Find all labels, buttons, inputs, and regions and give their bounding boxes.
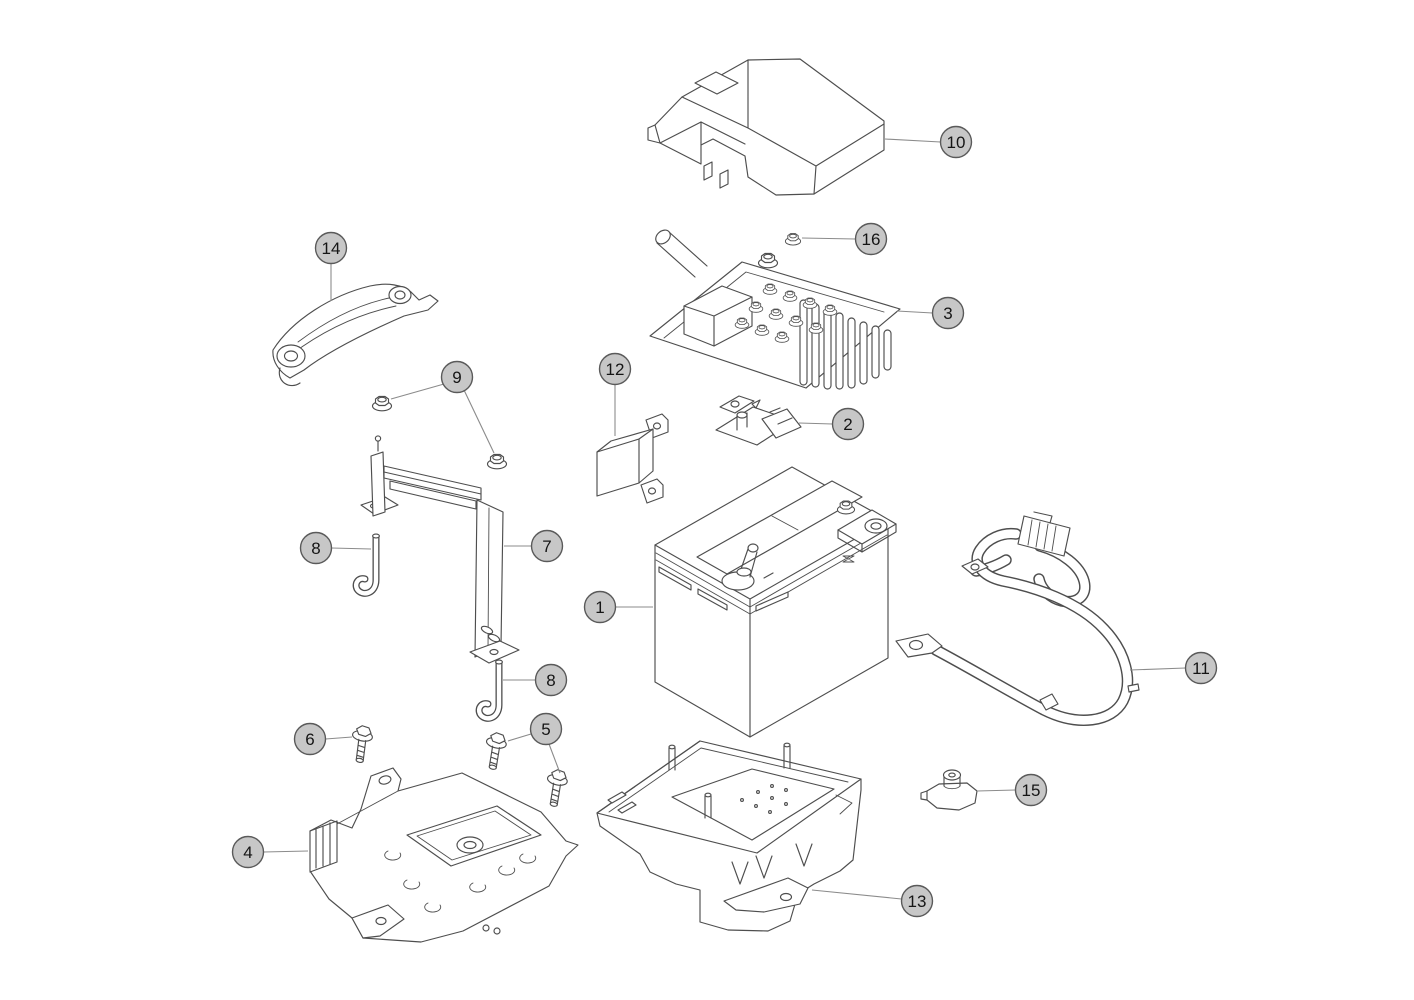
callout-bubble[interactable] (231, 835, 265, 869)
callout-4-tray-support-bracket[interactable]: 4 (231, 835, 265, 869)
callout-number: 8 (546, 671, 555, 690)
leader-line-battery-cover (884, 138, 941, 143)
callout-bubble[interactable] (939, 125, 973, 159)
j-hook-bolt-right-drawing (475, 659, 503, 722)
leader-line-tray-support-bracket (263, 850, 309, 853)
callout-bubble[interactable] (440, 360, 474, 394)
callout-14-support-bracket[interactable]: 14 (314, 231, 348, 265)
leader-line-flange-nuts (390, 383, 445, 400)
terminal-nut-drawing (784, 233, 802, 246)
leader-line-grommet (976, 789, 1016, 792)
callout-bubble[interactable] (583, 590, 617, 624)
callout-9-flange-nuts[interactable]: 9 (440, 360, 474, 394)
callout-13-battery-tray[interactable]: 13 (900, 884, 934, 918)
mounting-bolt-drawing (347, 723, 375, 765)
leader-line-mounting-bolt (325, 736, 353, 740)
leader-line-battery-cable (1129, 667, 1186, 671)
tray-support-bracket-drawing (309, 767, 579, 943)
callout-bubble[interactable] (931, 296, 965, 330)
callout-number: 14 (322, 239, 341, 258)
leader-line-battery-sensor (798, 422, 833, 425)
callout-bubble[interactable] (831, 407, 865, 441)
callout-bubble[interactable] (1014, 773, 1048, 807)
callout-number: 10 (947, 133, 966, 152)
callout-8-j-hook-bolt-left[interactable]: 8 (299, 531, 333, 565)
callout-15-grommet[interactable]: 15 (1014, 773, 1048, 807)
battery-drawing (654, 466, 897, 738)
j-hook-bolt-left-drawing (352, 533, 380, 597)
callout-8-j-hook-bolt-right[interactable]: 8 (534, 663, 568, 697)
callout-bubble[interactable] (854, 222, 888, 256)
leader-line-mounting-bolts-pair (507, 733, 532, 742)
callout-bubble[interactable] (1184, 651, 1218, 685)
callout-10-battery-cover[interactable]: 10 (939, 125, 973, 159)
callout-6-mounting-bolt[interactable]: 6 (293, 722, 327, 756)
callout-bubble[interactable] (314, 231, 348, 265)
callout-number: 13 (908, 892, 927, 911)
callout-number: 1 (595, 598, 604, 617)
leader-line-mounting-bolts-pair (548, 743, 561, 774)
callout-7-hold-down-bracket[interactable]: 7 (530, 529, 564, 563)
hold-down-bracket-drawing (360, 435, 520, 664)
callout-bubble[interactable] (900, 884, 934, 918)
callout-bubble[interactable] (299, 531, 333, 565)
battery-cover-drawing (647, 58, 885, 196)
callout-2-battery-sensor[interactable]: 2 (831, 407, 865, 441)
callout-bubble[interactable] (293, 722, 327, 756)
callout-bubble[interactable] (529, 712, 563, 746)
callout-number: 5 (541, 720, 550, 739)
battery-sensor-drawing (715, 395, 802, 446)
support-bracket-drawing (272, 283, 439, 387)
grommet-drawing (920, 769, 978, 811)
callout-number: 4 (243, 843, 252, 862)
callout-number: 6 (305, 730, 314, 749)
leader-line-battery-tray (811, 889, 902, 900)
callout-3-fuse-junction-block[interactable]: 3 (931, 296, 965, 330)
leader-line-flange-nuts (463, 389, 495, 454)
callout-number: 9 (452, 368, 461, 387)
callout-12-relay-module[interactable]: 12 (598, 352, 632, 386)
leader-line-fuse-junction-block (896, 310, 933, 314)
callout-11-battery-cable[interactable]: 11 (1184, 651, 1218, 685)
callout-number: 15 (1022, 781, 1041, 800)
relay-module-drawing (596, 413, 669, 504)
callout-number: 2 (843, 415, 852, 434)
callout-number: 16 (862, 230, 881, 249)
callout-number: 3 (943, 304, 952, 323)
callout-bubble[interactable] (534, 663, 568, 697)
battery-tray-drawing (596, 740, 862, 932)
callout-number: 12 (606, 360, 625, 379)
leader-line-terminal-nut (801, 237, 856, 240)
callout-16-terminal-nut[interactable]: 16 (854, 222, 888, 256)
battery-cable-drawing (895, 511, 1140, 726)
callout-bubble[interactable] (530, 529, 564, 563)
callout-1-battery[interactable]: 1 (583, 590, 617, 624)
callout-bubble[interactable] (598, 352, 632, 386)
fuse-junction-block-drawing (649, 229, 901, 390)
callout-number: 8 (311, 539, 320, 558)
leader-lines-layer (263, 138, 1186, 900)
callout-5-mounting-bolts-pair[interactable]: 5 (529, 712, 563, 746)
callout-number: 11 (1192, 659, 1210, 678)
leader-line-j-hook-bolt-left (331, 547, 372, 550)
callout-number: 7 (542, 537, 551, 556)
flange-nuts-drawing (371, 395, 508, 470)
